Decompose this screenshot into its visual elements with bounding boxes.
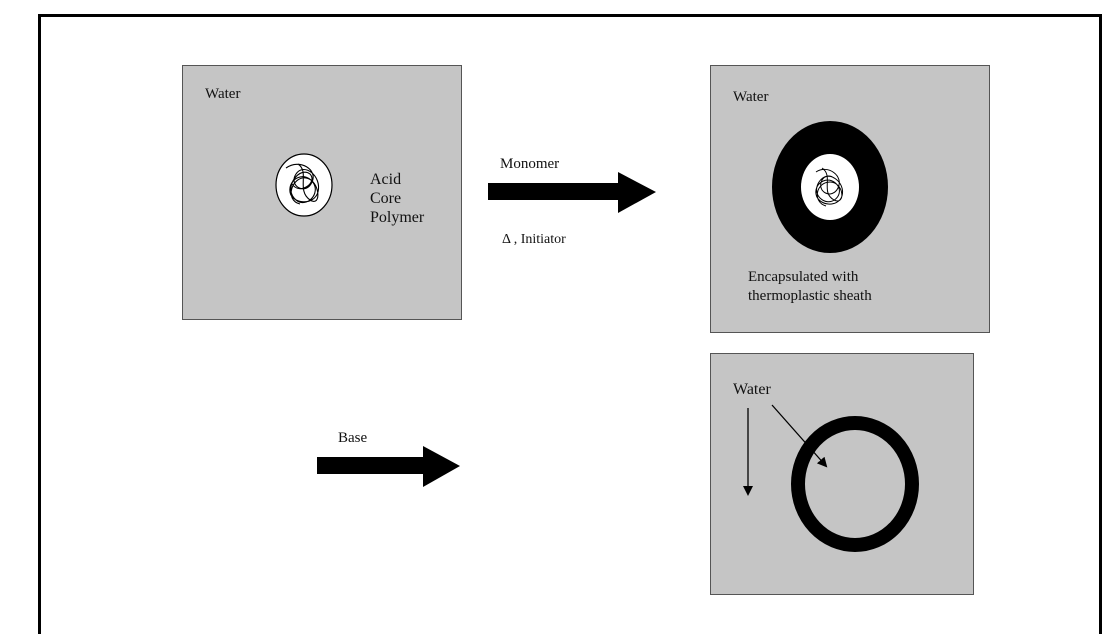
polymer-coil: [285, 163, 320, 205]
water-inflow-arrow: [771, 404, 828, 468]
water-label-swollen: Water: [733, 381, 771, 398]
figure-frame: [38, 14, 1102, 634]
encapsulated-particle: [772, 121, 888, 253]
polymer-coil-encapsulated: [815, 167, 844, 207]
delta-initiator-label: Δ , Initiator: [502, 232, 566, 247]
water-label-initial: Water: [205, 86, 241, 102]
monomer-arrow: [488, 172, 656, 213]
panel-swollen: [710, 353, 974, 595]
monomer-label: Monomer: [500, 156, 560, 172]
acid-core-particle: [275, 153, 333, 217]
water-label-encapsulated: Water: [733, 89, 769, 105]
encapsulated-caption: Encapsulated with thermoplastic sheath: [748, 269, 872, 304]
swollen-shell: [791, 416, 919, 552]
base-label: Base: [338, 430, 368, 446]
base-arrow: [317, 446, 460, 487]
acid-core-polymer-label: Acid Core Polymer: [370, 171, 425, 227]
